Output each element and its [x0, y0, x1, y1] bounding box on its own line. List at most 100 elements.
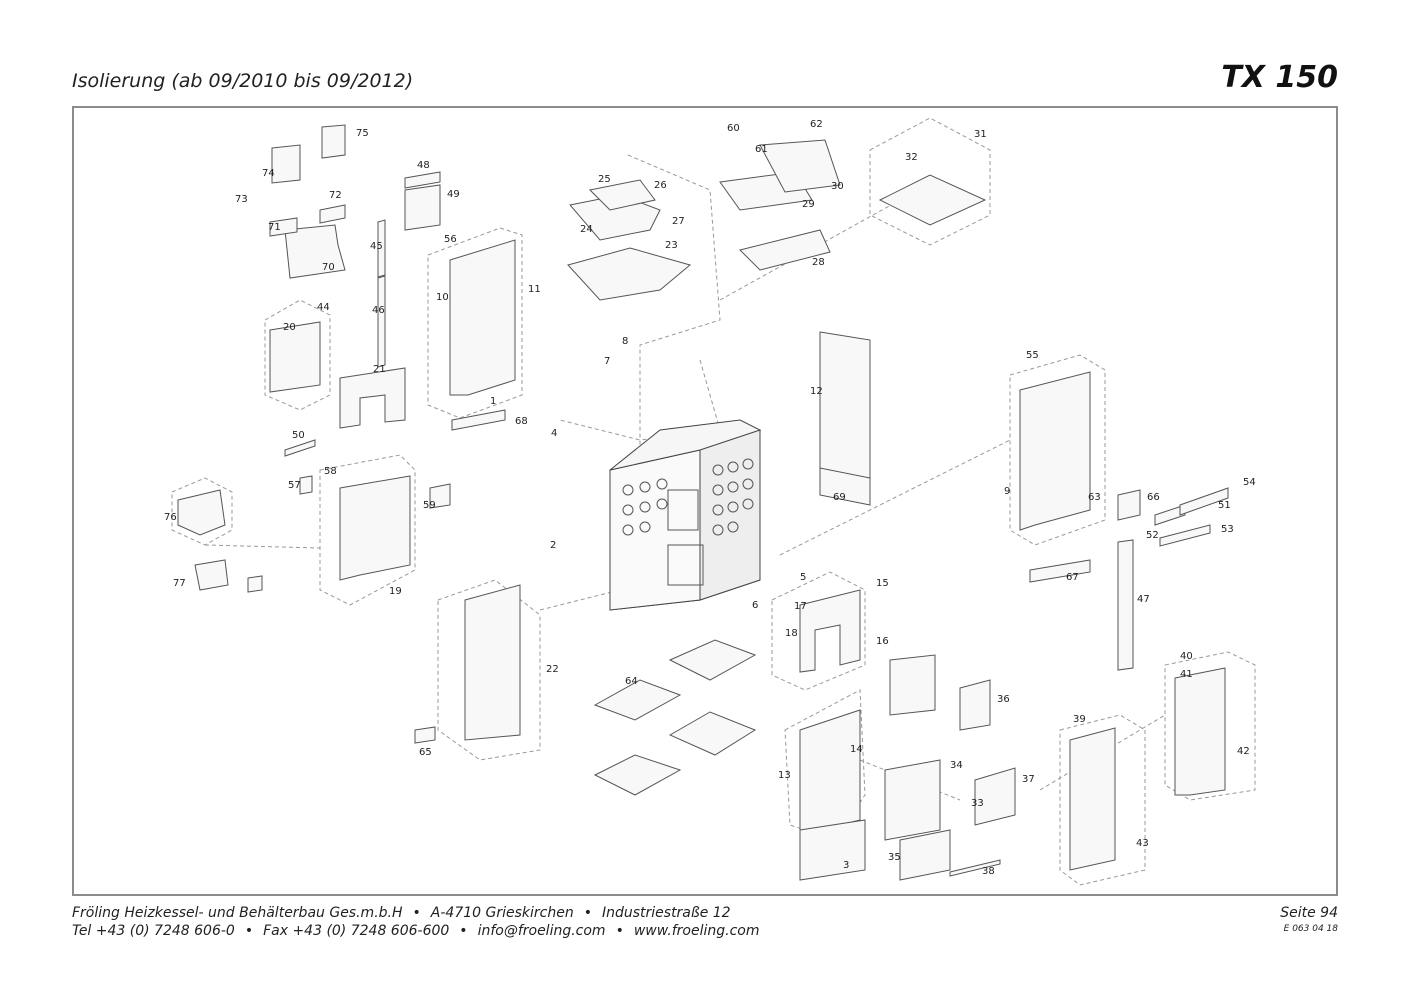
callout-label: 16	[876, 636, 889, 647]
email-link[interactable]: info@froeling.com	[477, 923, 606, 939]
callout-label: 61	[755, 144, 768, 155]
model-name: TX 150	[1221, 60, 1338, 95]
callout-label: 44	[317, 302, 330, 313]
callout-label: 17	[794, 601, 807, 612]
callout-label: 15	[876, 578, 889, 589]
callout-label: 3	[843, 860, 849, 871]
boiler-tubes	[622, 458, 754, 586]
insulation-panels	[177, 124, 1229, 881]
phone: Tel +43 (0) 7248 606-0	[72, 923, 235, 939]
callout-label: 25	[598, 174, 611, 185]
group-outline	[1164, 651, 1256, 801]
callout-label: 19	[389, 586, 402, 597]
callout-label: 1	[490, 396, 496, 407]
callout-label: 38	[982, 866, 995, 877]
callout-label: 33	[971, 798, 984, 809]
callout-label: 76	[164, 512, 177, 523]
group-outline	[171, 477, 233, 546]
website-link[interactable]: www.froeling.com	[633, 923, 760, 939]
callout-label: 10	[436, 292, 449, 303]
group-outline	[1009, 354, 1106, 546]
callout-label: 22	[546, 664, 559, 675]
dashed-leader	[779, 439, 1011, 556]
group-outline	[319, 454, 416, 606]
callout-label: 35	[888, 852, 901, 863]
callout-label: 13	[778, 770, 791, 781]
dashed-leader	[859, 759, 961, 801]
page-number: Seite 94	[1280, 905, 1338, 921]
group-outline	[264, 299, 331, 411]
callout-label: 29	[802, 199, 815, 210]
callout-label: 71	[268, 222, 281, 233]
callout-label: 52	[1146, 530, 1159, 541]
callout-label: 72	[329, 190, 342, 201]
callout-label: 55	[1026, 350, 1039, 361]
callout-label: 5	[800, 572, 806, 583]
callout-label: 58	[324, 466, 337, 477]
callout-label: 36	[997, 694, 1010, 705]
callout-label: 68	[515, 416, 528, 427]
callout-label: 57	[288, 480, 301, 491]
boiler-body	[609, 419, 762, 611]
callout-label: 39	[1073, 714, 1086, 725]
footer-page-info: Seite 94 E 063 04 18	[1280, 904, 1338, 936]
callout-label: 75	[356, 128, 369, 139]
callout-label: 48	[417, 160, 430, 171]
callout-label: 26	[654, 180, 667, 191]
callout-label: 27	[672, 216, 685, 227]
group-outline	[437, 579, 541, 761]
callout-label: 43	[1136, 838, 1149, 849]
callout-label: 7	[604, 356, 610, 367]
callout-label: 50	[292, 430, 305, 441]
callout-label: 2	[550, 540, 556, 551]
callout-label: 28	[812, 257, 825, 268]
callout-label: 45	[370, 241, 383, 252]
dashed-leader	[204, 544, 321, 549]
company-name: Fröling Heizkessel- und Behälterbau Ges.…	[72, 905, 403, 921]
callout-label: 31	[974, 129, 987, 140]
callout-label: 60	[727, 123, 740, 134]
callout-label: 64	[625, 676, 638, 687]
group-outline	[771, 571, 866, 691]
dashed-leader	[539, 589, 621, 611]
callout-label: 49	[447, 189, 460, 200]
callout-label: 42	[1237, 746, 1250, 757]
group-outline	[427, 227, 523, 419]
callout-label: 74	[262, 168, 275, 179]
callout-label: 47	[1137, 594, 1150, 605]
callout-label: 46	[372, 305, 385, 316]
address-city: A-4710 Grieskirchen	[430, 905, 574, 921]
callout-label: 40	[1180, 651, 1193, 662]
callout-label: 4	[551, 428, 557, 439]
callout-label: 51	[1218, 500, 1231, 511]
callout-label: 6	[752, 600, 758, 611]
callout-label: 23	[665, 240, 678, 251]
callout-label: 41	[1180, 669, 1193, 680]
callout-label: 62	[810, 119, 823, 130]
callout-label: 32	[905, 152, 918, 163]
callout-label: 18	[785, 628, 798, 639]
callout-label: 20	[283, 322, 296, 333]
page-title: Isolierung (ab 09/2010 bis 09/2012)	[72, 70, 414, 92]
callout-label: 53	[1221, 524, 1234, 535]
callout-label: 24	[580, 224, 593, 235]
callout-label: 65	[419, 747, 432, 758]
callout-label: 73	[235, 194, 248, 205]
callout-label: 66	[1147, 492, 1160, 503]
footer-contact: Fröling Heizkessel- und Behälterbau Ges.…	[72, 905, 760, 939]
callout-label: 8	[622, 336, 628, 347]
callout-label: 59	[423, 500, 436, 511]
callout-label: 77	[173, 578, 186, 589]
callout-labels: 1234567891011121314151617181920212223242…	[164, 119, 1256, 877]
callout-label: 37	[1022, 774, 1035, 785]
callout-label: 56	[444, 234, 457, 245]
document-code: E 063 04 18	[1283, 924, 1338, 934]
callout-label: 11	[528, 284, 541, 295]
callout-label: 12	[810, 386, 823, 397]
fax: Fax +43 (0) 7248 606-600	[263, 923, 450, 939]
callout-label: 63	[1088, 492, 1101, 503]
callout-label: 30	[831, 181, 844, 192]
callout-label: 54	[1243, 477, 1256, 488]
callout-label: 21	[373, 364, 386, 375]
